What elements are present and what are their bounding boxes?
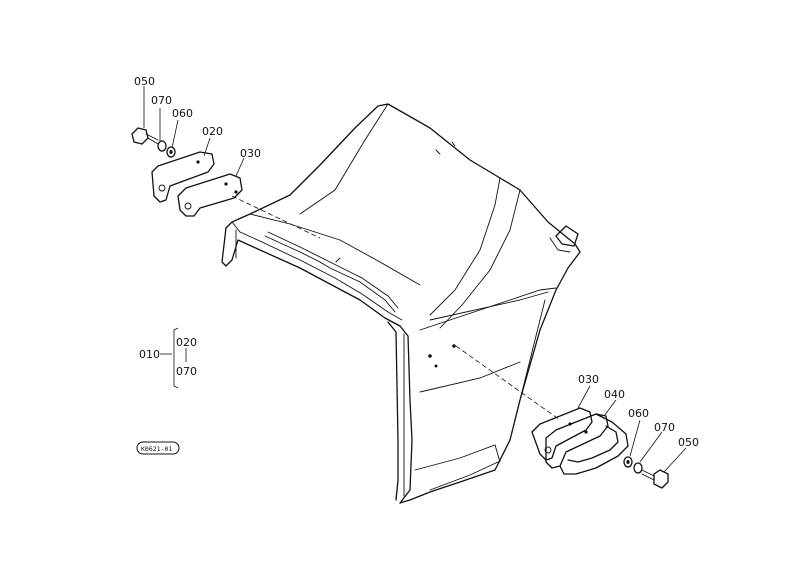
label-right-060: 060 xyxy=(628,407,649,420)
label-left-060: 060 xyxy=(172,107,193,120)
assembly-parent-label: 010 xyxy=(139,348,160,361)
plate-030-shape xyxy=(177,173,243,217)
left-bracket-assembly xyxy=(131,86,245,217)
label-right-050: 050 xyxy=(678,436,699,449)
label-left-070: 070 xyxy=(151,94,172,107)
assembly-group: 010 020 070 xyxy=(139,327,197,389)
assembly-child-1-label: 020 xyxy=(176,336,197,349)
label-right-040: 040 xyxy=(604,388,625,401)
alignment-line-left xyxy=(231,195,321,239)
lock-washer-icon xyxy=(166,146,176,158)
washer-right-icon xyxy=(633,462,643,474)
plate-020-shape xyxy=(151,151,215,203)
stamp-code: K0621-01 xyxy=(141,445,172,453)
plate-030-right-shape xyxy=(531,407,593,461)
assembly-child-2-label: 070 xyxy=(176,365,197,378)
label-right-070: 070 xyxy=(654,421,675,434)
fender-cover xyxy=(221,103,581,504)
label-right-030: 030 xyxy=(578,373,599,386)
handle-040-shape xyxy=(545,413,629,475)
label-left-050: 050 xyxy=(134,75,155,88)
assembly-bracket xyxy=(173,327,179,389)
bolt-icon xyxy=(131,127,159,145)
lock-washer-right-icon xyxy=(623,456,633,468)
alignment-line-right xyxy=(455,345,561,421)
callout-labels: 050 070 060 020 030 030 040 060 070 050 xyxy=(134,75,699,449)
right-bracket-assembly xyxy=(531,385,687,489)
label-left-030: 030 xyxy=(240,147,261,160)
bolt-right-icon xyxy=(641,469,669,489)
reference-stamp: K0621-01 xyxy=(136,441,180,455)
washer-icon xyxy=(157,140,167,152)
label-left-020: 020 xyxy=(202,125,223,138)
